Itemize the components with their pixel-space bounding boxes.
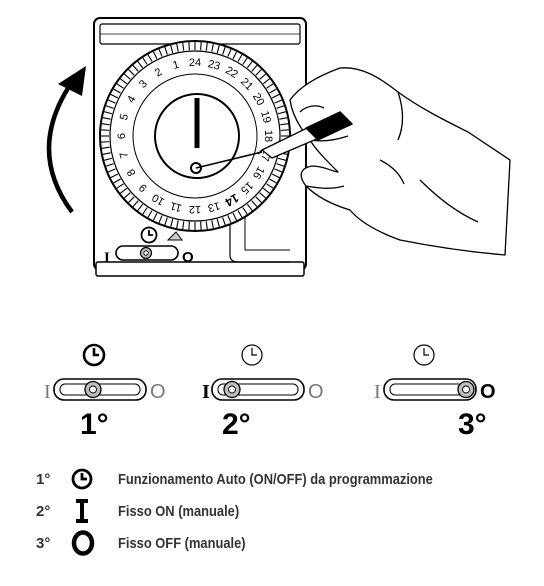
position-1: I O 1°	[44, 343, 166, 441]
dial-hour-label: 5	[118, 113, 131, 122]
device-selector: I O	[104, 226, 194, 266]
dial-hour-label: 18	[262, 130, 274, 142]
position-3: I O 3°	[374, 344, 496, 441]
clock-icon	[70, 466, 118, 492]
dial-hour-label: 11	[169, 199, 183, 214]
dial-hour-label: 12	[189, 203, 201, 215]
legend-row: 3° Fisso OFF (manuale)	[36, 530, 266, 556]
dial-hour-label: 6	[116, 133, 128, 139]
dial-hour-label: 23	[206, 58, 221, 73]
dial-hour-label: 2	[153, 66, 164, 79]
off-ring-icon	[70, 530, 118, 556]
off-symbol: O	[480, 381, 496, 403]
device-on-symbol: I	[104, 250, 110, 266]
off-symbol: O	[308, 381, 324, 403]
legend-number: 1°	[36, 470, 51, 488]
dial-hour-label: 4	[125, 94, 138, 105]
position-2: I O 2°	[202, 344, 324, 441]
position-label: 3°	[458, 408, 487, 441]
legend-text: Fisso OFF (manuale)	[118, 534, 246, 552]
off-symbol: O	[150, 381, 166, 403]
dial-hour-label: 10	[150, 191, 167, 208]
on-symbol: I	[202, 381, 210, 403]
rotation-arrow	[46, 66, 86, 214]
legend-text: Funzionamento Auto (ON/OFF) da programma…	[118, 470, 433, 488]
on-symbol: I	[374, 381, 381, 403]
legend-number: 3°	[36, 534, 51, 552]
on-bar-icon	[70, 498, 118, 524]
position-label: 2°	[222, 408, 251, 441]
dial-hour-label: 7	[118, 150, 131, 159]
dial-hour-label: 19	[258, 110, 273, 125]
dial-hour-label: 24	[189, 57, 201, 69]
dial-hour-label: 8	[125, 167, 138, 178]
dial-hour-label: 13	[206, 199, 221, 214]
legend-text: Fisso ON (manuale)	[118, 502, 240, 520]
device-off-symbol: O	[182, 249, 194, 266]
dial-hour-label: 20	[250, 91, 267, 108]
dial-hour-label: 16	[250, 164, 267, 181]
legend-number: 2°	[36, 502, 51, 520]
dial-hour-label: 14	[222, 191, 241, 210]
selector-positions: I O 1° I O 2° I O 3°	[44, 343, 496, 441]
on-symbol: I	[44, 381, 51, 403]
hand-illustration	[257, 67, 511, 256]
dial-hour-label: 22	[223, 65, 240, 82]
dial-hour-label: 1	[172, 59, 181, 72]
position-label: 1°	[80, 408, 109, 441]
legend-row: 2° Fisso ON (manuale)	[36, 498, 259, 524]
legend-row: 1° Funzionamento Auto (ON/OFF) da program…	[36, 466, 484, 492]
